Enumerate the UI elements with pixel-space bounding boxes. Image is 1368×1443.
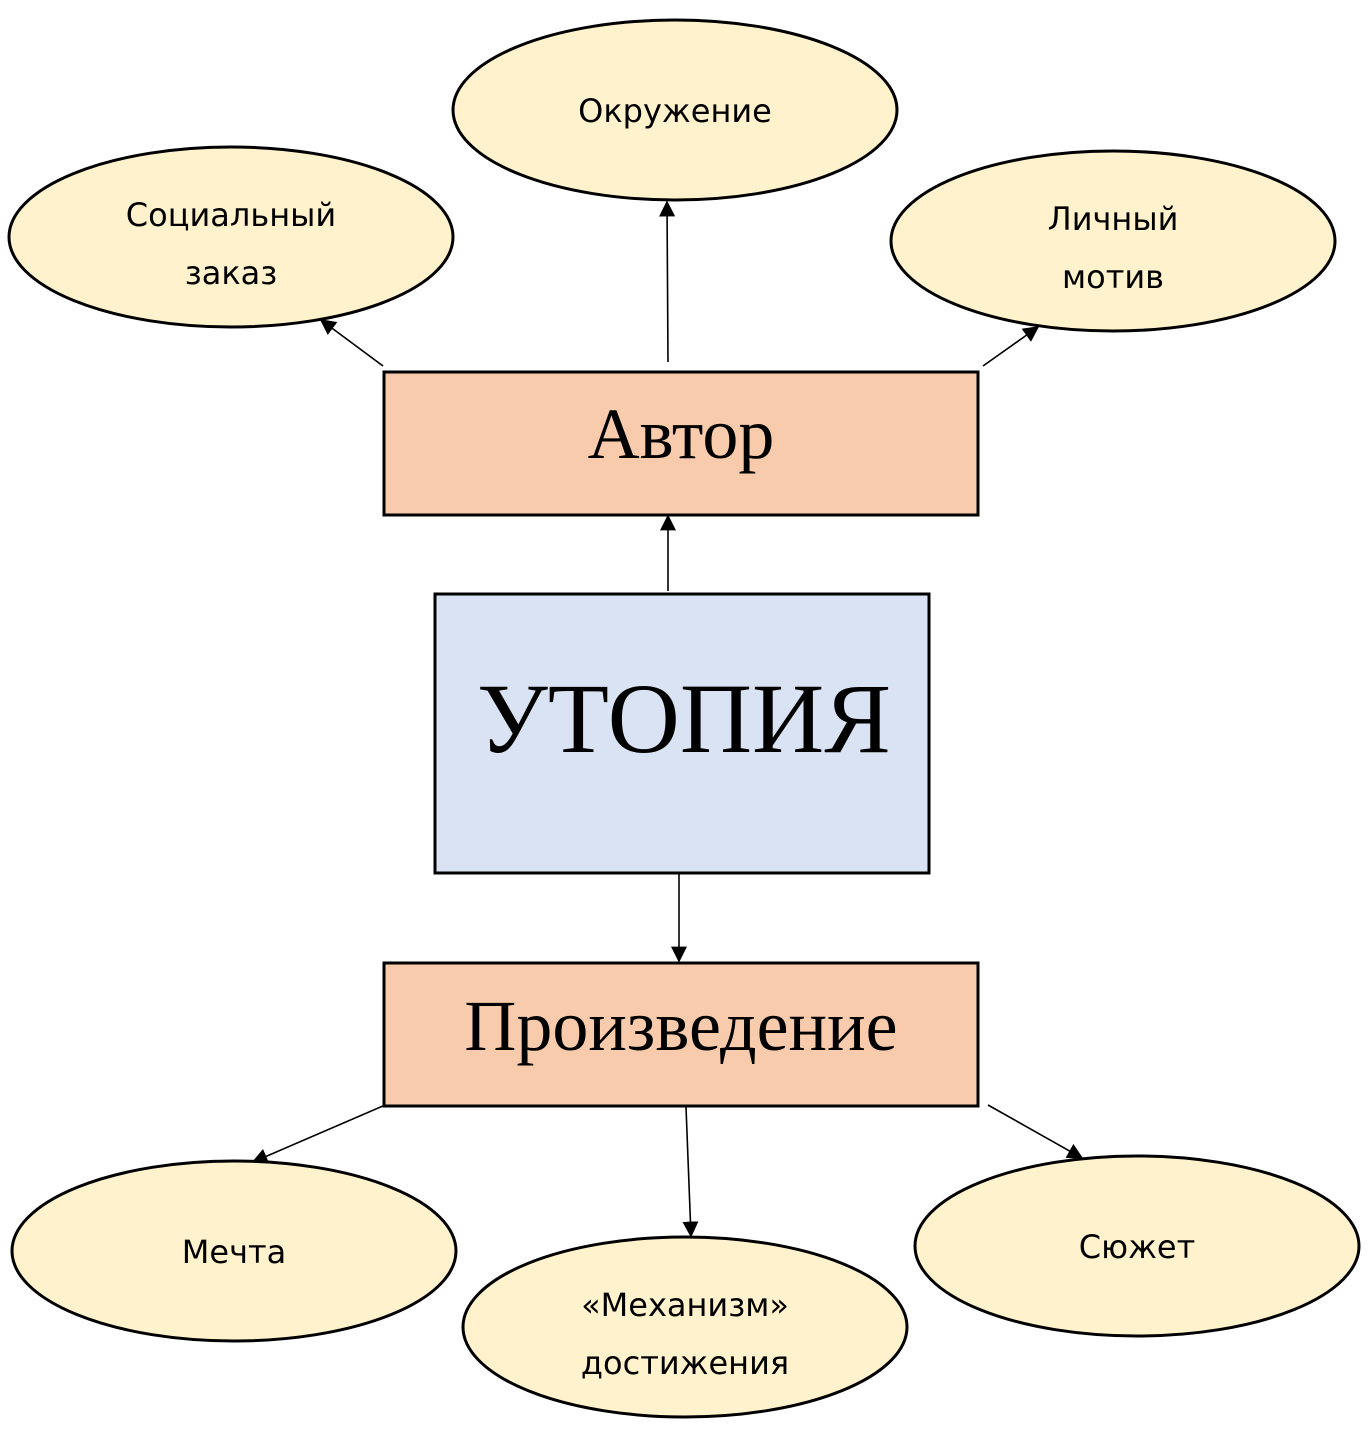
arrow-author-to-social-order [319,319,384,367]
arrow-author-to-personal-motive [982,326,1040,367]
ellipse-label: Сюжет [1079,1228,1195,1266]
ellipse-label: Социальный [126,196,336,234]
ellipse-label: Мечта [182,1233,286,1271]
ellipse-personal-motive: Личный мотив [889,149,1337,333]
arrow-author-to-environment [659,200,676,363]
work-box: Произведение [382,961,980,1108]
ellipse-mechanism: «Механизм» достижения [461,1235,909,1419]
ellipse-plot: Сюжет [913,1154,1361,1338]
arrow-work-to-plot [987,1104,1084,1159]
arrow-work-to-mechanism [682,1106,699,1238]
utopia-label: УТОПИЯ [477,663,891,774]
ellipse-label: достижения [581,1344,789,1382]
utopia-box: УТОПИЯ [433,592,931,875]
ellipse-label: заказ [185,254,278,292]
ellipse-label: мотив [1062,258,1164,296]
ellipse-social-order: Социальный заказ [7,145,455,329]
connectors [251,200,1084,1238]
ellipse-dream: Мечта [10,1159,458,1343]
work-label: Произведение [464,986,897,1066]
ellipse-environment: Окружение [451,18,899,202]
ellipse-label: Окружение [578,92,772,130]
ellipse-label: «Механизм» [581,1286,789,1324]
author-label: Автор [588,394,775,474]
arrow-work-to-dream [251,1105,384,1164]
ellipse-label: Личный [1048,200,1179,238]
author-box: Автор [382,370,980,517]
